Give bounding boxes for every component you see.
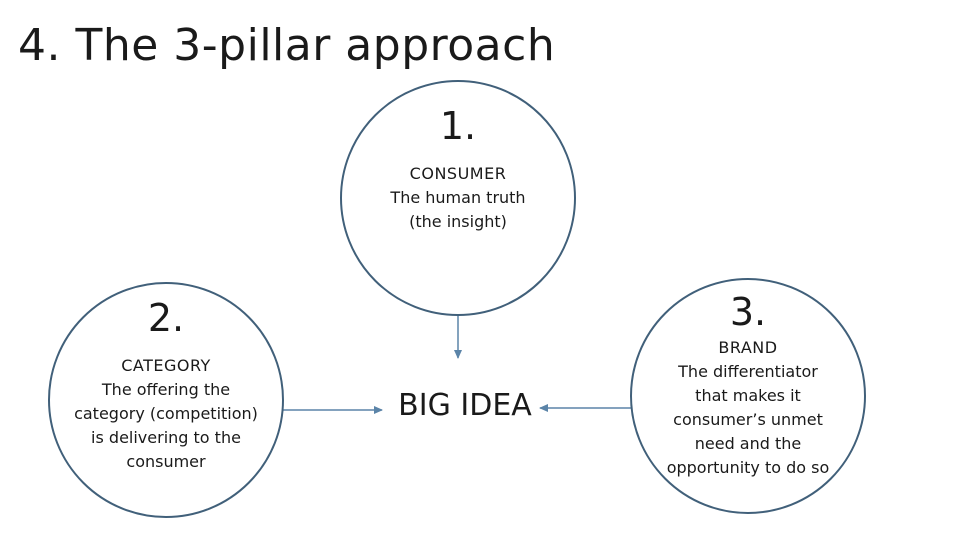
pillar-line: need and the — [694, 434, 802, 453]
pillar-line: that makes it — [695, 386, 801, 405]
pillar-line: category (competition) — [74, 404, 258, 423]
pillar-number: 1. — [439, 104, 477, 148]
pillar-line: (the insight) — [409, 212, 507, 231]
pillar-line: The differentiator — [678, 362, 818, 381]
pillar-heading: BRAND — [718, 338, 778, 357]
pillar-brand-circle: 3. BRAND The differentiator that makes i… — [630, 278, 866, 514]
pillar-number: 3. — [729, 290, 767, 334]
pillar-line: consumer’s unmet — [673, 410, 823, 429]
slide-title: 4. The 3-pillar approach — [18, 20, 556, 71]
pillar-category-circle: 2. CATEGORY The offering the category (c… — [48, 282, 284, 518]
pillar-consumer-circle: 1. CONSUMER The human truth (the insight… — [340, 80, 576, 316]
pillar-line: consumer — [126, 452, 206, 471]
pillar-line: The human truth — [390, 188, 526, 207]
pillar-line: opportunity to do so — [666, 458, 830, 477]
pillar-line: is delivering to the — [91, 428, 241, 447]
pillar-heading: CONSUMER — [409, 164, 507, 183]
pillar-number: 2. — [147, 296, 185, 340]
pillar-line: The offering the — [101, 380, 231, 399]
big-idea-label: BIG IDEA — [398, 388, 532, 423]
pillar-heading: CATEGORY — [121, 356, 211, 375]
